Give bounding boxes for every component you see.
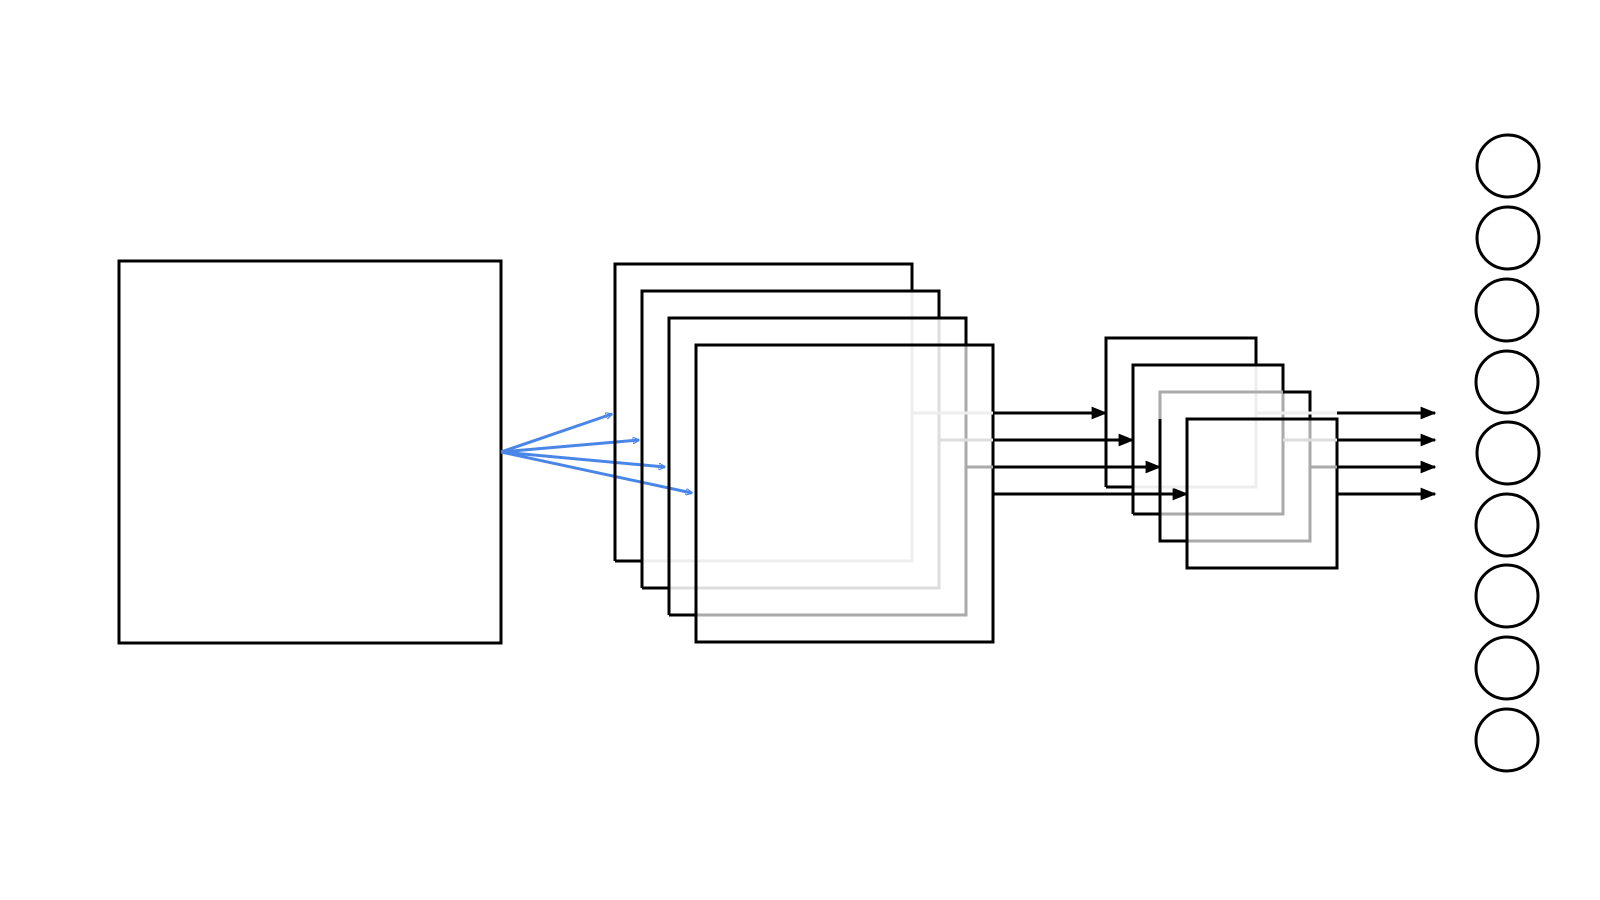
conv-map-4 [694,343,995,644]
pool-map-1-outline [1104,336,1258,487]
output-neuron-7 [1474,563,1540,629]
output-neuron-8 [1474,635,1540,701]
output-neuron-3 [1474,277,1540,343]
output-neuron-9 [1474,707,1540,773]
output-neuron-4 [1474,349,1540,415]
output-neuron-1 [1475,133,1541,199]
output-neurons [1474,133,1541,773]
pool-map-3-hidden-edges [1187,419,1312,543]
pool-map-3-outline-light [1158,390,1283,419]
conv-arrow-4 [500,450,692,493]
conv-map-2-outline [640,289,941,588]
conv-arrow-3 [500,450,665,467]
output-neuron-5 [1475,420,1541,486]
conv-map-2-hidden-edges [669,318,941,590]
pool-map-3-outline [1158,390,1312,543]
conv-map-3-hidden-edges [696,345,968,617]
pool-map-1-hidden-edges [1133,365,1258,489]
pool-to-dense-arrows [1337,406,1437,501]
output-neuron-2 [1475,205,1541,271]
conv-map-1-outline [613,262,914,561]
conv-arrow-1 [500,414,612,454]
pool-map-2-hidden-edges [1160,392,1285,516]
output-neuron-6 [1474,492,1540,558]
pool-internal-lines [1256,411,1337,469]
input-layer [117,259,503,645]
input-to-conv-arrows [500,414,692,493]
conv-map-1-hidden-edges [642,290,914,563]
conv-internal-lines [912,411,993,469]
conv-map-3-outline [667,316,968,615]
pool-map-2-outline [1131,363,1285,514]
input-image-plane [117,259,503,645]
pooled-feature-maps [1104,336,1339,570]
conv-feature-maps [613,262,995,644]
conv-to-pool-arrows [993,406,1189,501]
